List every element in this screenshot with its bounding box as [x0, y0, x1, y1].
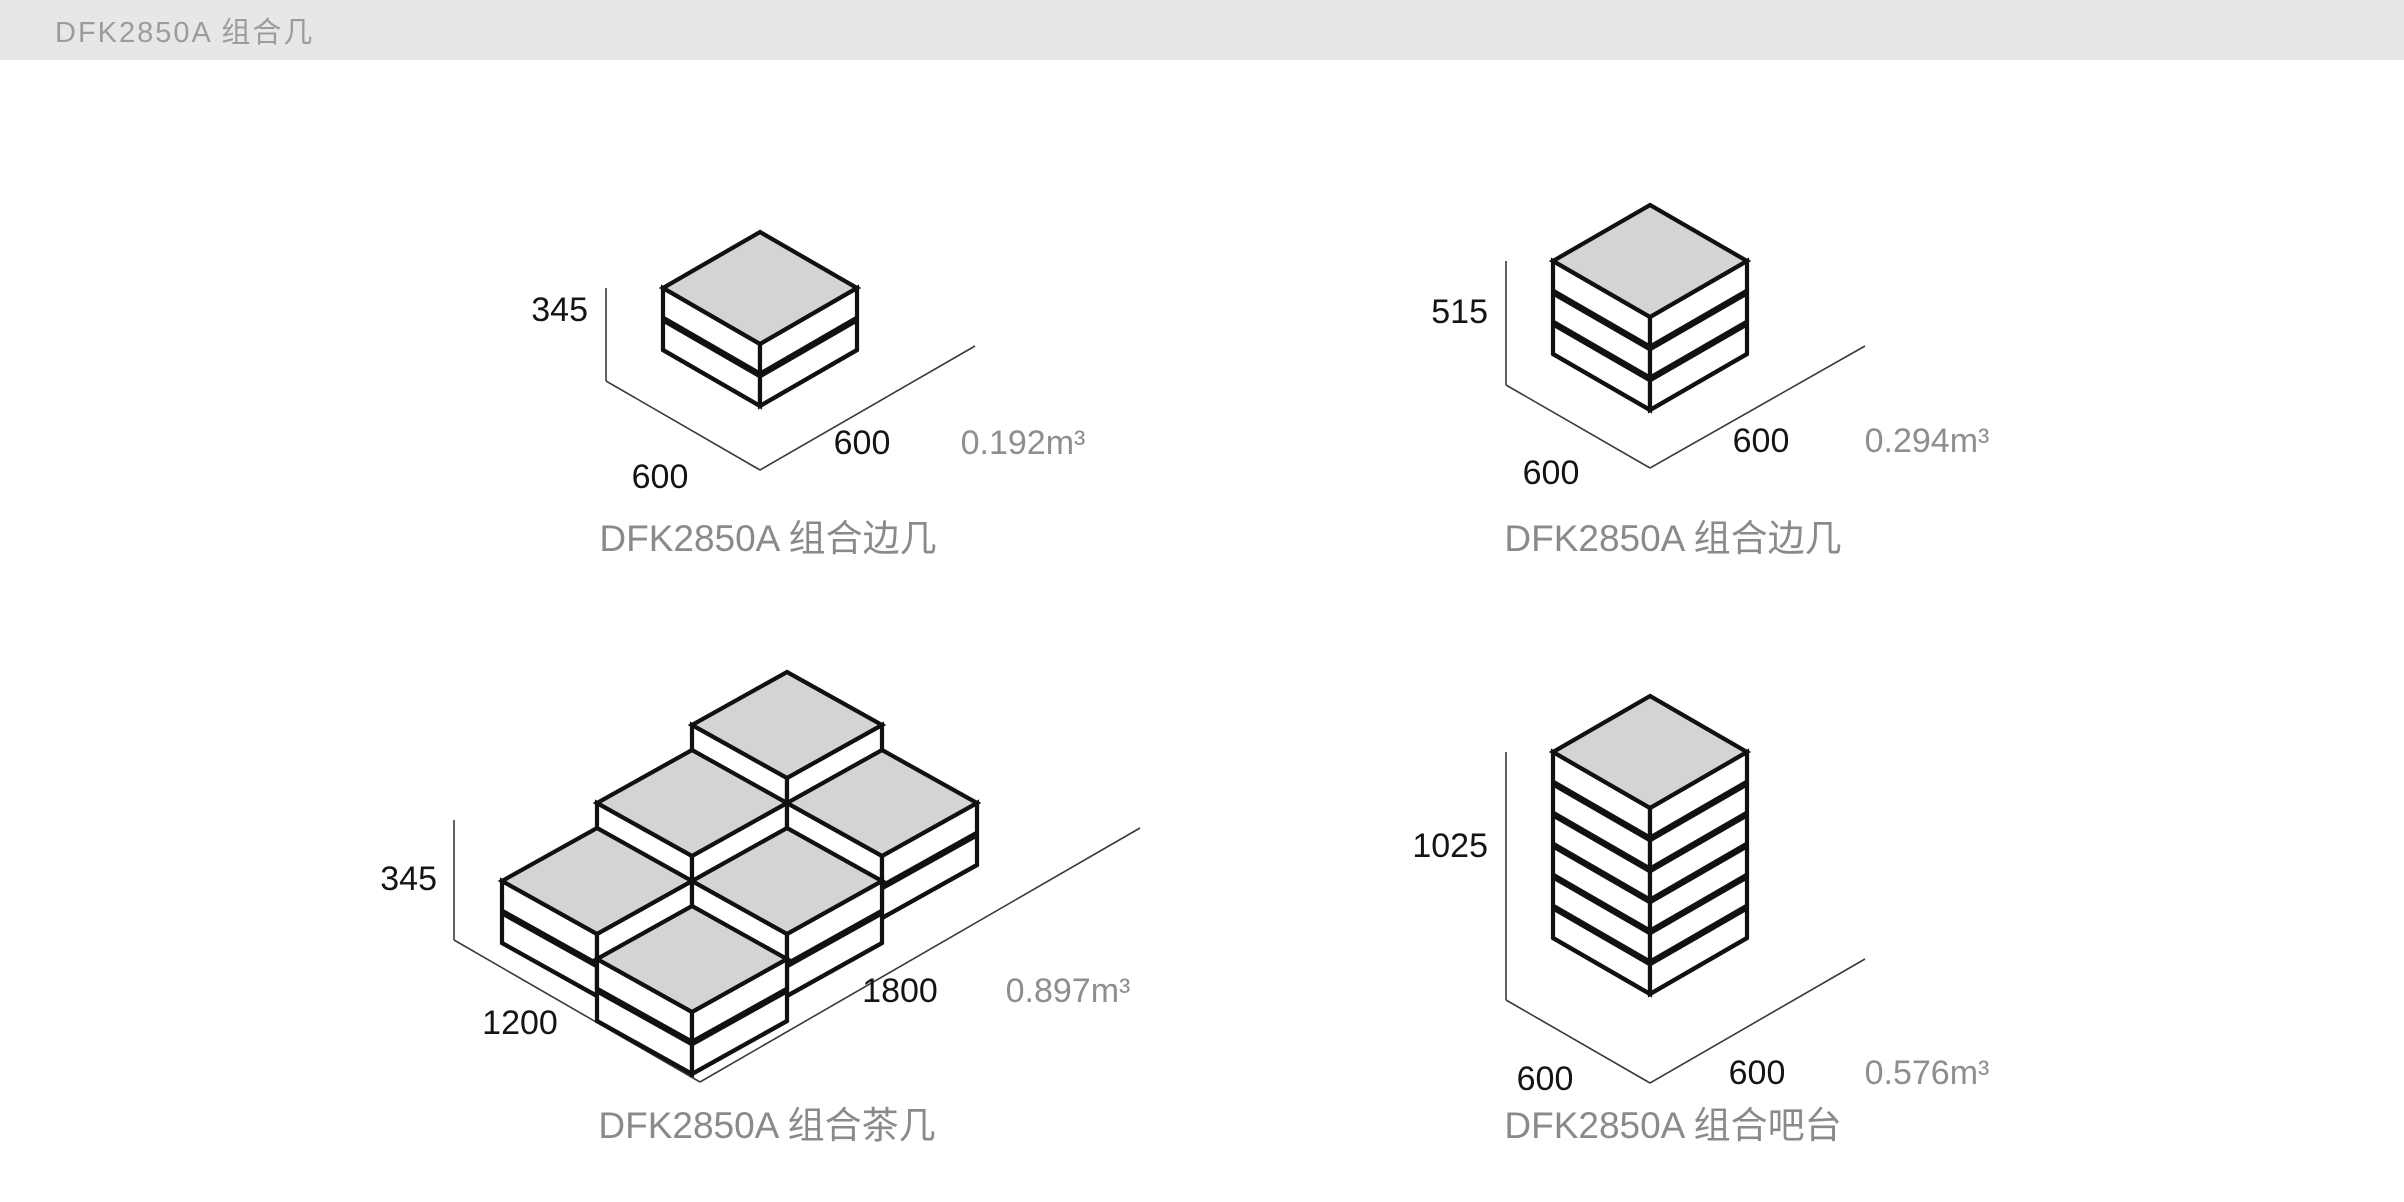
slab-seam	[1551, 811, 1749, 874]
box-bottom-edge	[595, 1019, 789, 1077]
dim-label-left: 600	[1523, 454, 1580, 492]
box-top-face	[497, 825, 697, 937]
figure-caption: DFK2850A 组合茶几	[598, 1105, 935, 1146]
volume-label: 0.192m³	[961, 424, 1086, 462]
figure-coffee-table: 345 1200 1800 0.897m³ DFK2850A 组合茶几	[380, 669, 1141, 1146]
box-top-face	[592, 903, 792, 1015]
dim-line-left	[1505, 384, 1651, 469]
figure-side-table-2: 345 600 600 0.192m³ DFK2850A 组合边几	[531, 229, 1086, 559]
slab-seam	[1551, 904, 1749, 967]
figure-side-table-3: 515 600 600 0.294m³ DFK2850A 组合边几	[1431, 202, 1990, 559]
dim-line-right	[1649, 958, 1866, 1084]
page-title: DFK2850A 组合几	[55, 17, 315, 49]
dim-label-left: 1200	[482, 1004, 558, 1042]
slab-seam	[595, 987, 789, 1047]
box-top-face	[658, 229, 862, 347]
slab-seam	[661, 316, 859, 379]
dim-label-left: 600	[632, 458, 689, 496]
slab-seam	[1551, 320, 1749, 383]
dim-line-right	[1649, 345, 1866, 469]
box-bottom-edge	[1551, 352, 1749, 413]
box-top-face	[1548, 202, 1752, 320]
box-top-face	[592, 747, 792, 859]
dim-line-left	[1505, 999, 1651, 1084]
dim-label-left: 600	[1517, 1060, 1574, 1098]
box-top-face	[687, 669, 887, 781]
figure-caption: DFK2850A 组合吧台	[1504, 1105, 1841, 1146]
slab-seam	[1551, 873, 1749, 936]
volume-label: 0.294m³	[1865, 422, 1990, 460]
figure-caption: DFK2850A 组合边几	[599, 518, 936, 559]
slab-seam	[1551, 289, 1749, 352]
spec-drawing-canvas: 345 600 600 0.192m³ DFK2850A 组合边几 515 600 600 0.…	[380, 202, 1990, 1146]
box-bottom-edge	[1551, 936, 1749, 997]
figure-bar-table: 1025 600 600 0.576m³ DFK2850A 组合吧台	[1412, 693, 1990, 1146]
dim-label-height: 1025	[1412, 827, 1488, 865]
dim-line-left	[605, 380, 761, 471]
dim-label-right: 600	[1733, 422, 1790, 460]
title-bar: DFK2850A 组合几	[0, 0, 2404, 60]
box-top-face	[1548, 693, 1752, 811]
box-bottom-edge	[661, 348, 859, 409]
volume-label: 0.897m³	[1006, 972, 1131, 1010]
dim-label-right: 1800	[862, 972, 938, 1010]
dim-label-right: 600	[834, 424, 891, 462]
slab-seam	[1551, 780, 1749, 843]
dim-line-right	[759, 345, 976, 471]
box-top-face	[687, 825, 887, 937]
dim-label-height: 345	[531, 291, 588, 329]
dim-line-right	[699, 827, 1141, 1083]
slab-seam	[1551, 842, 1749, 905]
dim-line-left	[453, 939, 701, 1083]
box-top-face	[782, 747, 982, 859]
figure-caption: DFK2850A 组合边几	[1504, 518, 1841, 559]
dim-label-height: 515	[1431, 293, 1488, 331]
dim-label-height: 345	[380, 860, 437, 898]
volume-label: 0.576m³	[1865, 1054, 1990, 1092]
dim-label-right: 600	[1729, 1054, 1786, 1092]
